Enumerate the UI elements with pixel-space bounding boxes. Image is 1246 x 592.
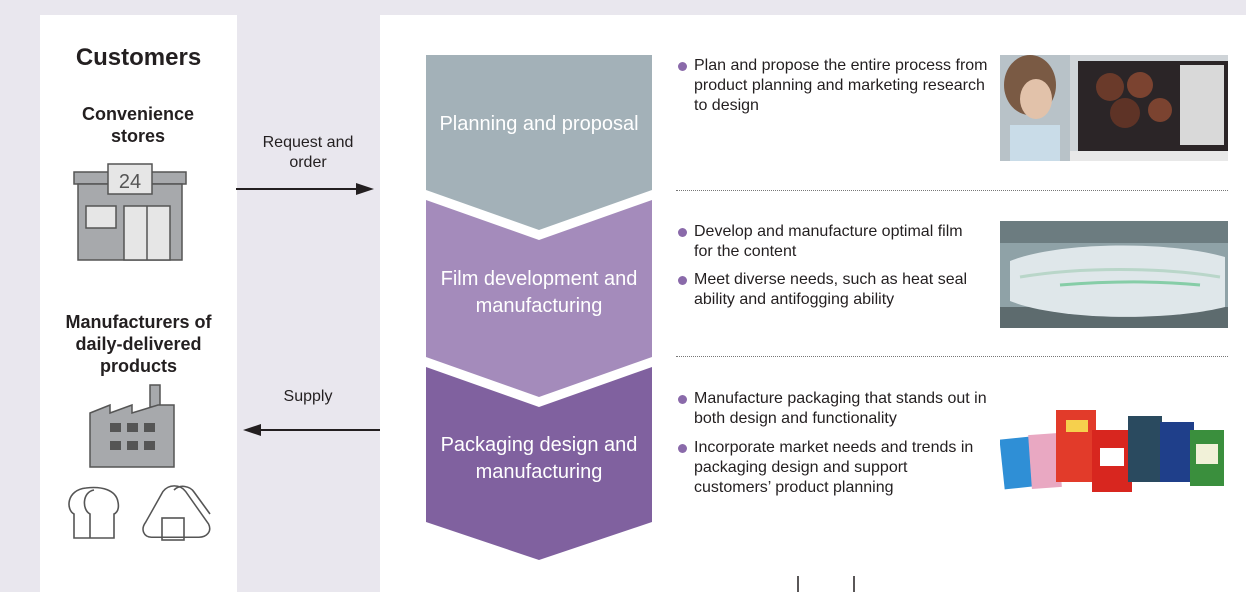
store-sign-text: 24 — [119, 171, 141, 193]
supply-label: Supply — [283, 388, 333, 405]
planning-bullet-1: Plan and propose the entire process from… — [678, 56, 994, 116]
film-bullet-1: Develop and manufacture optimal film for… — [678, 222, 984, 262]
separator-1 — [676, 190, 1228, 191]
supply-arrow — [243, 424, 380, 436]
customers-title: Customers — [75, 44, 202, 71]
separator-2 — [676, 356, 1228, 357]
snack-packages-photo — [1000, 410, 1224, 492]
designer-at-computer-photo — [1000, 55, 1228, 161]
bread-icon — [68, 486, 120, 539]
chevron-film — [426, 200, 652, 397]
request-label: Request and order — [262, 134, 354, 171]
convenience-store-icon: 24 — [73, 163, 187, 261]
rice-ball-icon — [142, 485, 211, 541]
film-bullet-2: Meet diverse needs, such as heat seal ab… — [678, 270, 984, 310]
stage-label-packaging: Packaging design and manufacturing — [440, 434, 638, 483]
request-arrow — [236, 183, 374, 195]
customers-panel — [40, 15, 237, 592]
bottom-connector — [797, 576, 855, 592]
chevron-packaging — [426, 367, 652, 560]
process-chevrons — [426, 55, 652, 560]
stage-label-planning: Planning and proposal — [439, 113, 639, 135]
film-roll-photo — [1000, 221, 1228, 328]
factory-icon — [89, 384, 175, 468]
packaging-bullet-1: Manufacture packaging that stands out in… — [678, 389, 994, 429]
convenience-stores-label: Convenience stores — [81, 104, 195, 146]
packaging-bullet-2: Incorporate market needs and trends in p… — [678, 438, 984, 498]
manufacturers-label: Manufacturers of daily-delivered product… — [65, 312, 212, 376]
stage-label-film: Film development and manufacturing — [440, 268, 638, 317]
chevron-planning — [426, 55, 652, 230]
